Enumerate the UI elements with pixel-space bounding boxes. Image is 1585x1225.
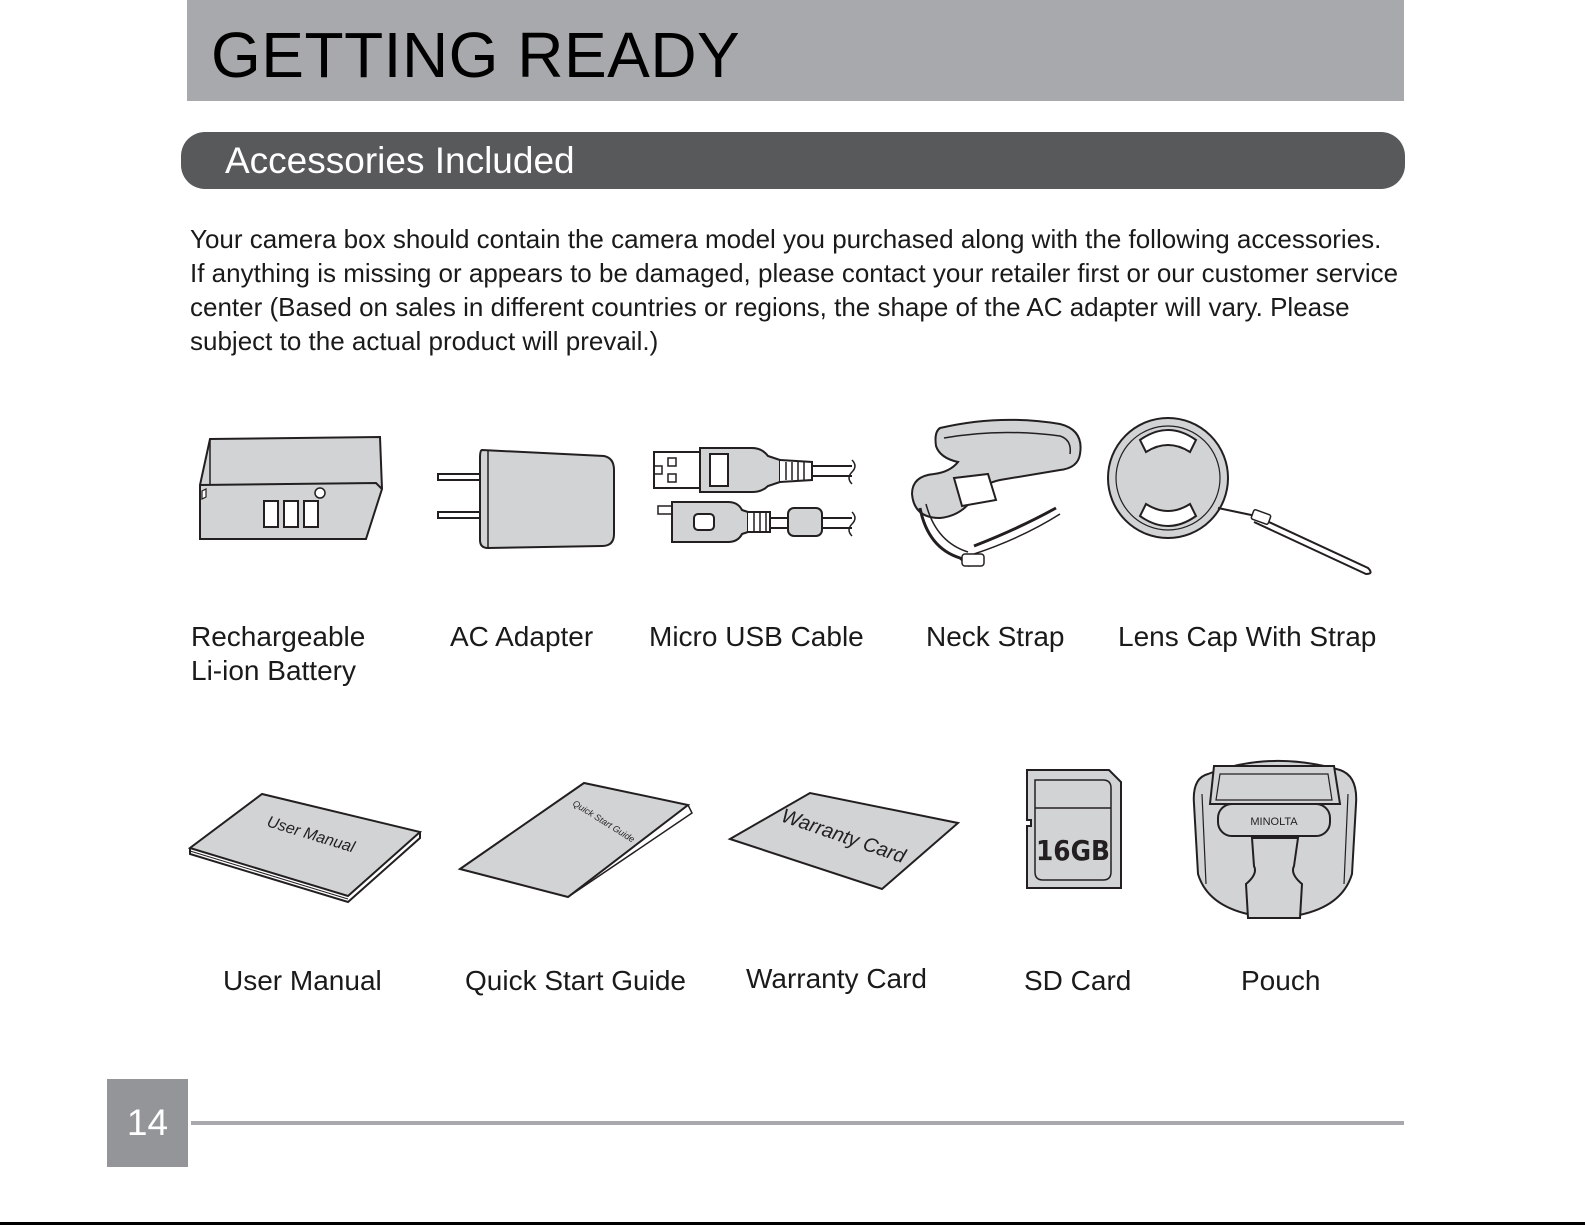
neck-strap-icon [910,418,1085,573]
item-label-neck-strap: Neck Strap [926,621,1065,652]
warranty-card-icon: Warranty Card [727,791,961,891]
section-header: Accessories Included [181,132,1405,189]
battery-label-line2: Li-ion Battery [191,655,356,686]
usb-cable-icon [652,446,867,551]
item-label-ac-adapter: AC Adapter [450,621,594,652]
item-label-user-manual: User Manual [223,965,382,996]
item-label-sd-card: SD Card [1024,965,1132,996]
battery-icon [196,433,386,543]
page-title: GETTING READY [211,19,741,91]
sd-card-icon: 16GB [1025,768,1123,892]
item-label-battery: Rechargeable Li-ion Battery [191,620,365,688]
page-bottom-edge [0,1222,1585,1225]
section-title: Accessories Included [225,140,575,181]
item-label-lens-cap: Lens Cap With Strap [1118,621,1377,652]
sd-card-capacity-text: 16GB [1036,834,1110,867]
item-label-quick-start-guide: Quick Start Guide [465,965,686,996]
pouch-brand-text: MINOLTA [1250,816,1298,828]
pouch-icon: MINOLTA [1190,754,1360,922]
page-header: GETTING READY [187,0,1404,101]
ac-adapter-icon [436,446,621,551]
item-label-warranty-card: Warranty Card [746,963,928,994]
battery-label-line1: Rechargeable [191,621,366,652]
lens-cap-icon [1106,416,1376,578]
item-label-usb-cable: Micro USB Cable [649,621,864,652]
intro-text: Your camera box should contain the camer… [190,224,1399,356]
quick-start-guide-icon: Quick Start Guide [457,781,693,901]
user-manual-icon: User Manual [187,792,423,904]
item-label-pouch: Pouch [1241,965,1321,996]
footer-divider [191,1121,1404,1125]
intro-paragraph: Your camera box should contain the camer… [190,222,1400,358]
page-number: 14 [107,1079,188,1167]
